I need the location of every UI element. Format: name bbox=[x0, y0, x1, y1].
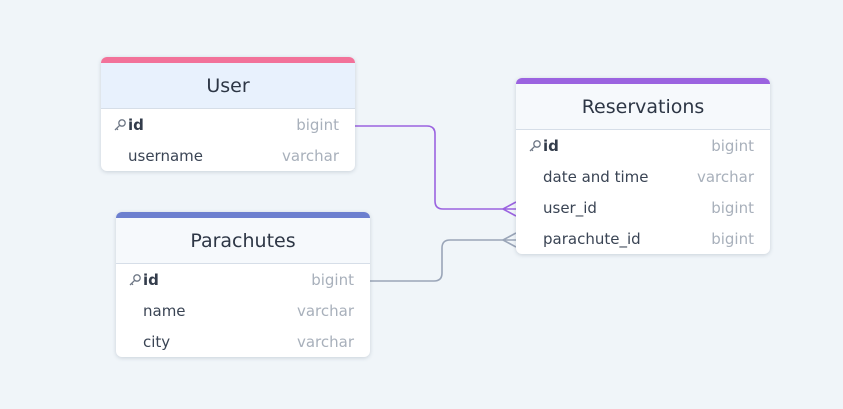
column-type: varchar bbox=[696, 167, 754, 186]
table-title[interactable]: User bbox=[101, 63, 355, 109]
column-type: varchar bbox=[281, 146, 339, 165]
table-row[interactable]: id bigint bbox=[101, 109, 355, 140]
column-name: date and time bbox=[543, 167, 649, 186]
column-type: bigint bbox=[711, 229, 754, 248]
column-name: id bbox=[543, 136, 559, 155]
column-name: id bbox=[128, 115, 144, 134]
table-row[interactable]: id bigint bbox=[516, 130, 770, 161]
table-accent-bar bbox=[116, 212, 370, 218]
column-type: bigint bbox=[711, 136, 754, 155]
column-name: username bbox=[128, 146, 203, 165]
table-title[interactable]: Reservations bbox=[516, 84, 770, 130]
column-name: name bbox=[143, 301, 186, 320]
column-type: bigint bbox=[711, 198, 754, 217]
table-user[interactable]: User id bigint username varchar bbox=[101, 57, 355, 171]
column-type: bigint bbox=[296, 115, 339, 134]
table-accent-bar bbox=[101, 57, 355, 63]
relation-parachutes-reservations-crowfoot-icon bbox=[502, 232, 517, 248]
table-row[interactable]: parachute_id bigint bbox=[516, 223, 770, 254]
column-name: id bbox=[143, 270, 159, 289]
table-title[interactable]: Parachutes bbox=[116, 218, 370, 264]
table-row[interactable]: city varchar bbox=[116, 326, 370, 357]
table-parachutes[interactable]: Parachutes id bigint name varchar city v… bbox=[116, 212, 370, 357]
table-row[interactable]: id bigint bbox=[116, 264, 370, 295]
key-icon bbox=[126, 271, 143, 288]
column-name: parachute_id bbox=[543, 229, 641, 248]
key-icon bbox=[111, 116, 128, 133]
table-row[interactable]: name varchar bbox=[116, 295, 370, 326]
key-icon bbox=[526, 137, 543, 154]
table-row[interactable]: username varchar bbox=[101, 140, 355, 171]
table-reservations[interactable]: Reservations id bigint date and time var… bbox=[516, 78, 770, 254]
table-row[interactable]: date and time varchar bbox=[516, 161, 770, 192]
relation-user-reservations-line[interactable] bbox=[355, 125, 516, 210]
column-name: city bbox=[143, 332, 171, 351]
table-accent-bar bbox=[516, 78, 770, 84]
column-type: varchar bbox=[296, 332, 354, 351]
column-type: bigint bbox=[311, 270, 354, 289]
table-row[interactable]: user_id bigint bbox=[516, 192, 770, 223]
relation-parachutes-reservations-line[interactable] bbox=[370, 239, 516, 282]
column-type: varchar bbox=[296, 301, 354, 320]
column-name: user_id bbox=[543, 198, 597, 217]
relation-user-reservations-crowfoot-icon bbox=[502, 201, 517, 217]
